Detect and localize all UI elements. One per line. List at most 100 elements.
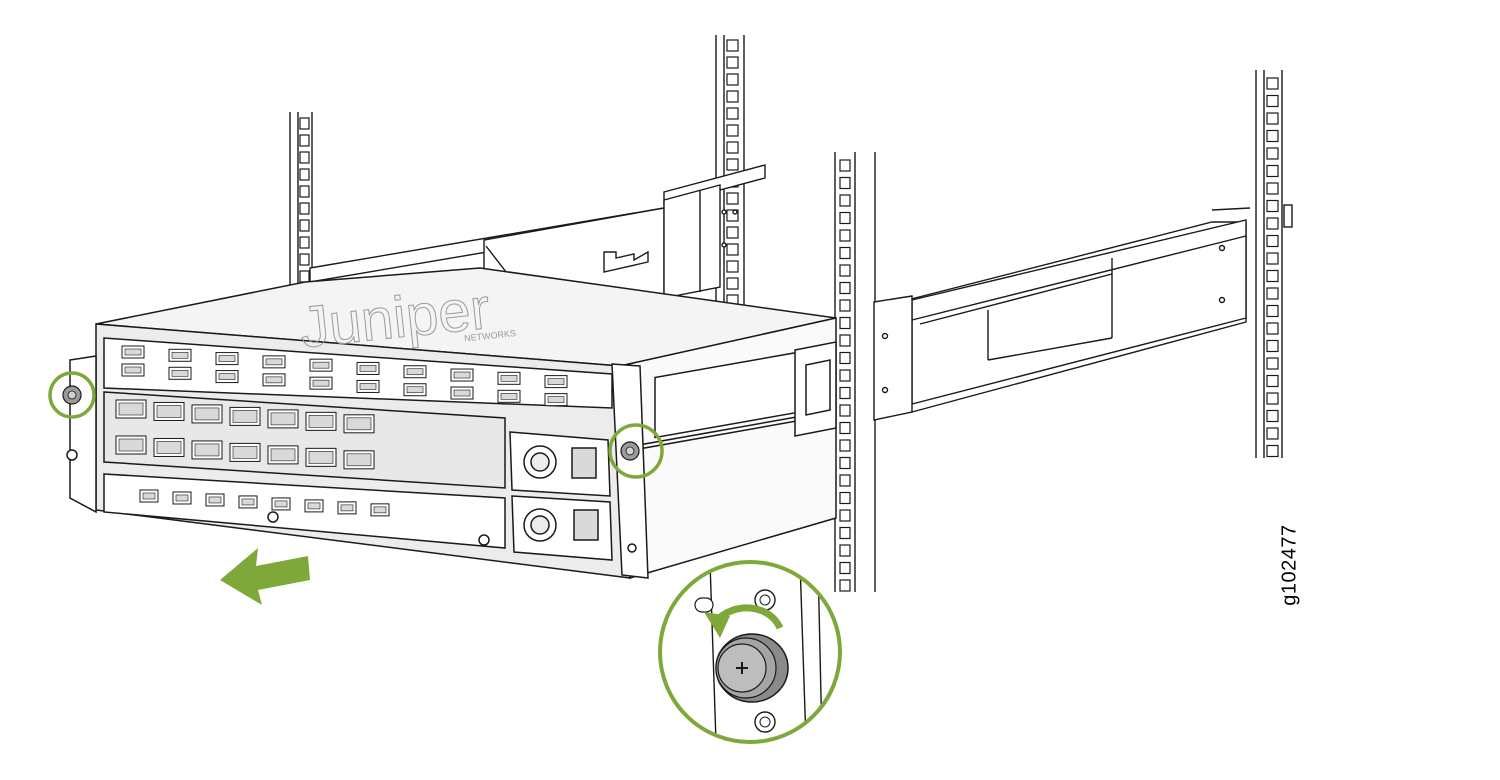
rear-right-rack-post (1255, 70, 1283, 458)
port-opening (500, 393, 518, 400)
rack-hole (1266, 392, 1279, 405)
rack-hole (726, 243, 739, 256)
port-opening (156, 441, 182, 454)
port-opening (118, 402, 144, 416)
port-opening (171, 369, 189, 377)
port-opening (312, 379, 330, 387)
rack-hole (1266, 409, 1279, 423)
rack-hole (839, 194, 851, 207)
port-opening (340, 504, 354, 512)
rack-hole (839, 334, 851, 347)
rack-hole (1266, 147, 1279, 160)
right-captive-screw (608, 423, 664, 479)
rack-hole (299, 236, 310, 249)
rack-hole (1266, 287, 1279, 300)
port-opening (453, 389, 471, 397)
right-mounting-ear (611, 363, 649, 579)
rack-hole (839, 299, 851, 312)
rack-hole (839, 264, 851, 277)
port-opening (359, 383, 377, 390)
rack-hole (299, 253, 310, 266)
rack-hole (726, 158, 739, 171)
rack-hole (839, 474, 851, 487)
rack-hole (839, 439, 851, 452)
rack-hole (839, 509, 851, 522)
rack-hole (1266, 217, 1279, 230)
rack-hole (839, 404, 851, 417)
port-opening (346, 417, 372, 431)
port-opening (265, 376, 283, 384)
rack-hole (726, 209, 739, 222)
rack-hole (299, 270, 310, 283)
middle-port-row (115, 399, 375, 470)
rack-hole (299, 134, 310, 147)
rack-hole (299, 185, 310, 198)
rack-hole (726, 192, 739, 205)
rack-hole (839, 316, 851, 330)
lower-port-row (139, 489, 390, 517)
port-opening (194, 443, 220, 457)
rack-hole (839, 386, 851, 400)
rack-hole (726, 277, 739, 290)
left-captive-screw (48, 371, 96, 419)
figure-id-label: g102477 (1278, 524, 1301, 606)
rack-hole (1266, 164, 1279, 178)
port-opening (453, 371, 471, 379)
rack-hole (839, 526, 851, 540)
rack-hole (1266, 94, 1279, 108)
rack-hole (1266, 199, 1279, 213)
rack-hole (726, 39, 739, 52)
rack-hole (299, 219, 310, 232)
port-opening (547, 396, 565, 403)
rack-hole (1266, 304, 1279, 318)
captive-screw-icon (715, 633, 789, 703)
zoom-detail-callout (658, 560, 842, 744)
rack-hole (1266, 357, 1279, 370)
rack-hole (839, 246, 851, 260)
rack-post-holes (839, 159, 851, 592)
rack-hole (839, 561, 851, 575)
rack-hole (1266, 269, 1279, 283)
rack-post-holes (299, 117, 310, 283)
port-opening (406, 368, 424, 376)
left-slide-rail (309, 164, 766, 306)
rack-hole (1266, 427, 1279, 440)
power-supply-units (509, 431, 613, 561)
rack-hole (726, 90, 739, 103)
port-opening (171, 351, 189, 359)
port-opening (308, 415, 334, 428)
port-opening (274, 500, 288, 508)
rack-hole (1266, 182, 1279, 195)
upper-port-row (121, 345, 568, 407)
rack-hole (1266, 234, 1279, 248)
rear-left-rack-post (289, 112, 313, 290)
zoom-circle-border (658, 560, 842, 744)
router-chassis (66, 267, 837, 579)
rack-post-holes (1266, 77, 1279, 458)
left-screw-highlight (48, 371, 96, 419)
port-opening (124, 366, 142, 374)
counterclockwise-rotate-icon (704, 604, 784, 638)
rack-hole (839, 369, 851, 382)
port-opening (218, 373, 236, 380)
port-opening (218, 355, 236, 362)
rack-hole (839, 229, 851, 242)
rack-hole (299, 151, 310, 164)
rack-hole (1266, 129, 1279, 143)
rack-hole (839, 176, 851, 190)
port-opening (232, 446, 258, 459)
right-screw-highlight (608, 423, 664, 479)
rack-hole (299, 117, 310, 130)
port-opening (241, 498, 255, 506)
port-opening (547, 378, 565, 385)
rack-hole (1266, 444, 1279, 458)
port-opening (175, 494, 189, 502)
port-opening (500, 375, 518, 382)
port-opening (307, 502, 321, 510)
rack-hole (839, 351, 851, 365)
left-mounting-ear (69, 355, 97, 514)
port-opening (232, 410, 258, 423)
rack-hole (839, 159, 851, 172)
